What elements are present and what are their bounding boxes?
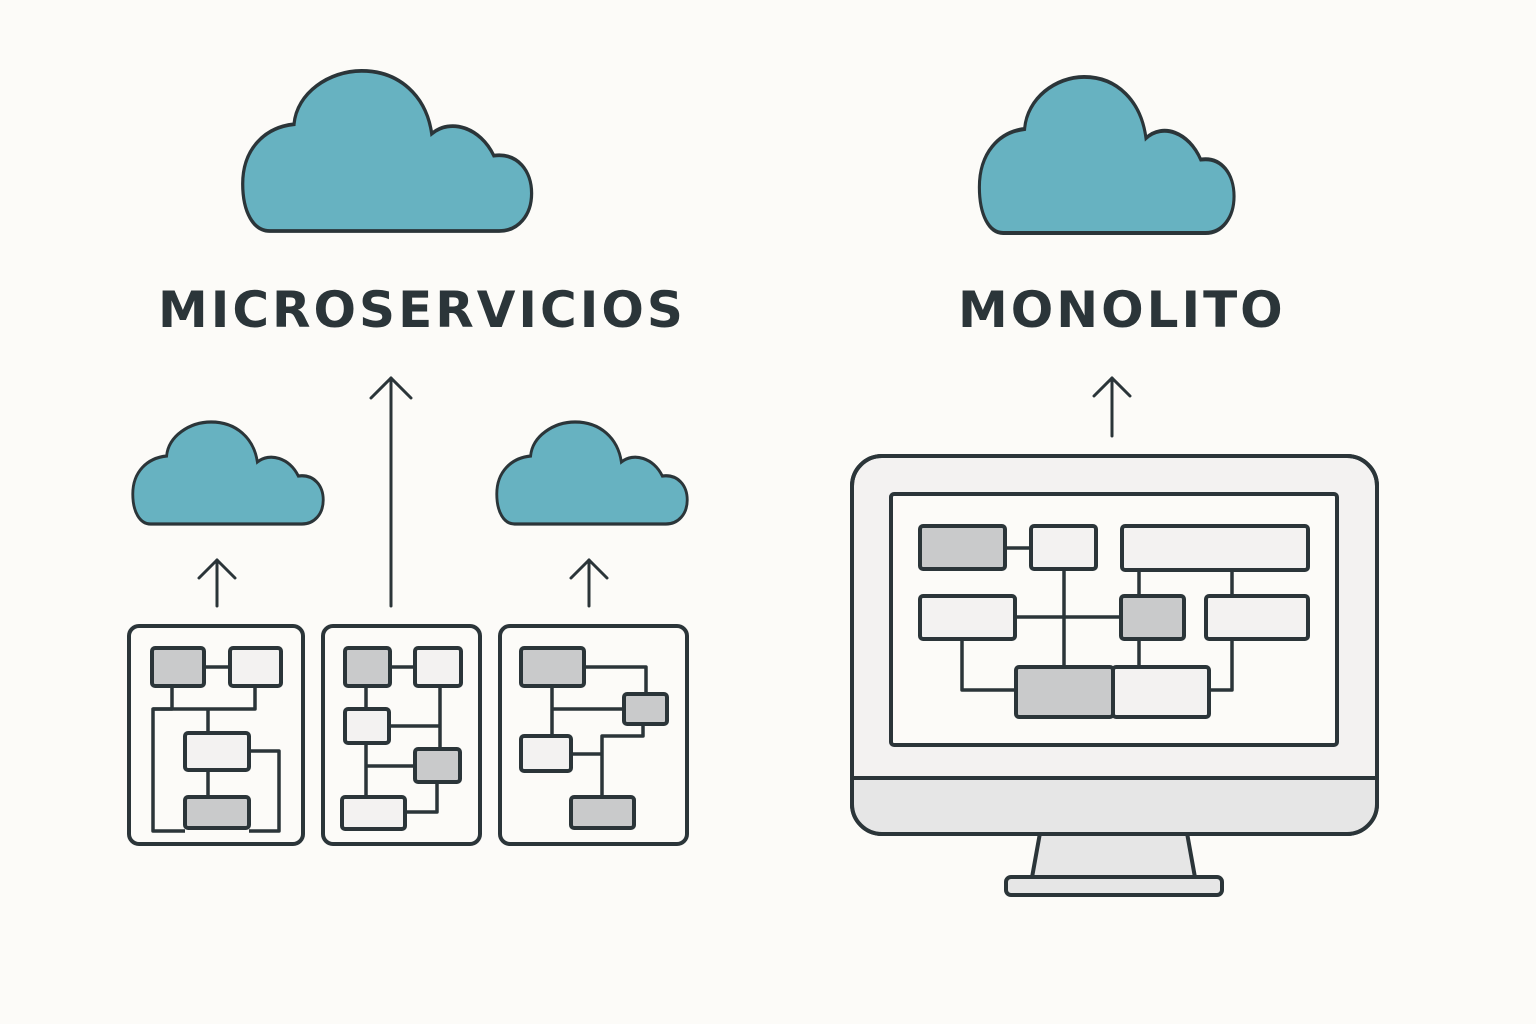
- monolith-title: MONOLITO: [958, 281, 1286, 339]
- up-arrow-icon-service-3: [569, 558, 609, 608]
- main-cloud-icon-right: [977, 74, 1237, 235]
- up-arrow-icon-service-2: [369, 376, 413, 608]
- monitor-icon: [850, 454, 1379, 897]
- service-module-1: [127, 624, 305, 846]
- main-cloud-icon-left: [240, 68, 534, 233]
- service-cloud-icon-1: [131, 420, 325, 526]
- up-arrow-icon-monolith: [1092, 376, 1132, 438]
- microservices-title: MICROSERVICIOS: [158, 281, 686, 339]
- service-module-2: [321, 624, 482, 846]
- service-module-3: [498, 624, 689, 846]
- up-arrow-icon-service-1: [197, 558, 237, 608]
- service-cloud-icon-3: [495, 420, 689, 526]
